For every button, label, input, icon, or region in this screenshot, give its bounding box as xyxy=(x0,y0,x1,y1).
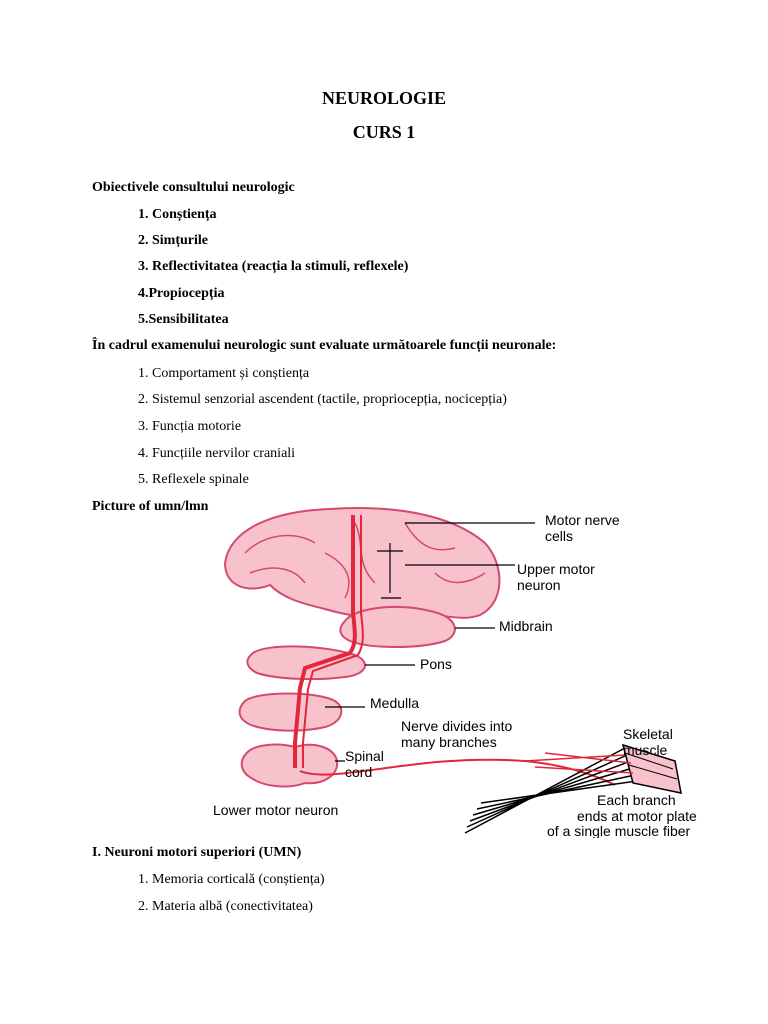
objective-item: 5.Sensibilitatea xyxy=(138,312,229,327)
label-motor-nerve-cells-2: cells xyxy=(545,528,573,544)
label-spinal-cord-2: cord xyxy=(345,764,372,780)
label-medulla: Medulla xyxy=(370,695,419,711)
pons-illustration xyxy=(246,645,366,681)
label-midbrain: Midbrain xyxy=(499,618,553,634)
brain-illustration xyxy=(223,507,501,619)
label-motor-nerve-cells: Motor nerve xyxy=(545,512,620,528)
label-pons: Pons xyxy=(420,656,452,672)
umn-item: 2. Materia albă (conectivitatea) xyxy=(138,899,313,914)
function-item: 5. Reflexele spinale xyxy=(138,472,249,487)
function-item: 2. Sistemul senzorial ascendent (tactile… xyxy=(138,392,507,407)
label-nerve-divides: Nerve divides into xyxy=(401,718,512,734)
label-upper-motor-neuron-2: neuron xyxy=(517,577,561,593)
motor-neuron-diagram: Motor nerve cells Upper motor neuron Mid… xyxy=(213,507,697,838)
objective-item: 1. Conștiența xyxy=(138,207,217,222)
label-skeletal-muscle-2: muscle xyxy=(623,742,668,758)
label-each-branch: Each branch xyxy=(597,792,676,808)
objective-item: 4.Propiocepția xyxy=(138,286,225,301)
label-spinal-cord: Spinal xyxy=(345,748,384,764)
document-subtitle: CURS 1 xyxy=(352,122,416,142)
label-lower-motor-neuron: Lower motor neuron xyxy=(213,802,338,818)
function-item: 1. Comportament și conștiența xyxy=(138,366,310,381)
objective-item: 2. Simțurile xyxy=(138,233,208,248)
label-each-branch-3: of a single muscle fiber xyxy=(547,823,691,838)
objectives-heading: Obiectivele consultului neurologic xyxy=(92,180,295,195)
label-upper-motor-neuron: Upper motor xyxy=(517,561,595,577)
umn-heading: I. Neuroni motori superiori (UMN) xyxy=(92,845,302,860)
medulla-illustration xyxy=(238,692,343,732)
figure-caption: Picture of umn/lmn xyxy=(92,499,209,514)
document-title: NEUROLOGIE xyxy=(321,88,447,108)
upper-motor-neuron-pathway xyxy=(293,515,357,768)
functions-heading: În cadrul examenului neurologic sunt eva… xyxy=(92,338,557,353)
function-item: 3. Funcția motorie xyxy=(138,419,242,434)
label-each-branch-2: ends at motor plate xyxy=(577,808,697,824)
midbrain-illustration xyxy=(339,605,456,648)
function-item: 4. Funcțiile nervilor craniali xyxy=(138,446,296,461)
label-skeletal-muscle: Skeletal xyxy=(623,726,673,742)
label-nerve-divides-2: many branches xyxy=(401,734,497,750)
spinal-cord-illustration xyxy=(240,743,339,788)
skeletal-muscle-illustration xyxy=(464,743,682,834)
umn-item: 1. Memoria corticală (conștiența) xyxy=(138,872,325,887)
objective-item: 3. Reflectivitatea (reacția la stimuli, … xyxy=(138,259,409,274)
